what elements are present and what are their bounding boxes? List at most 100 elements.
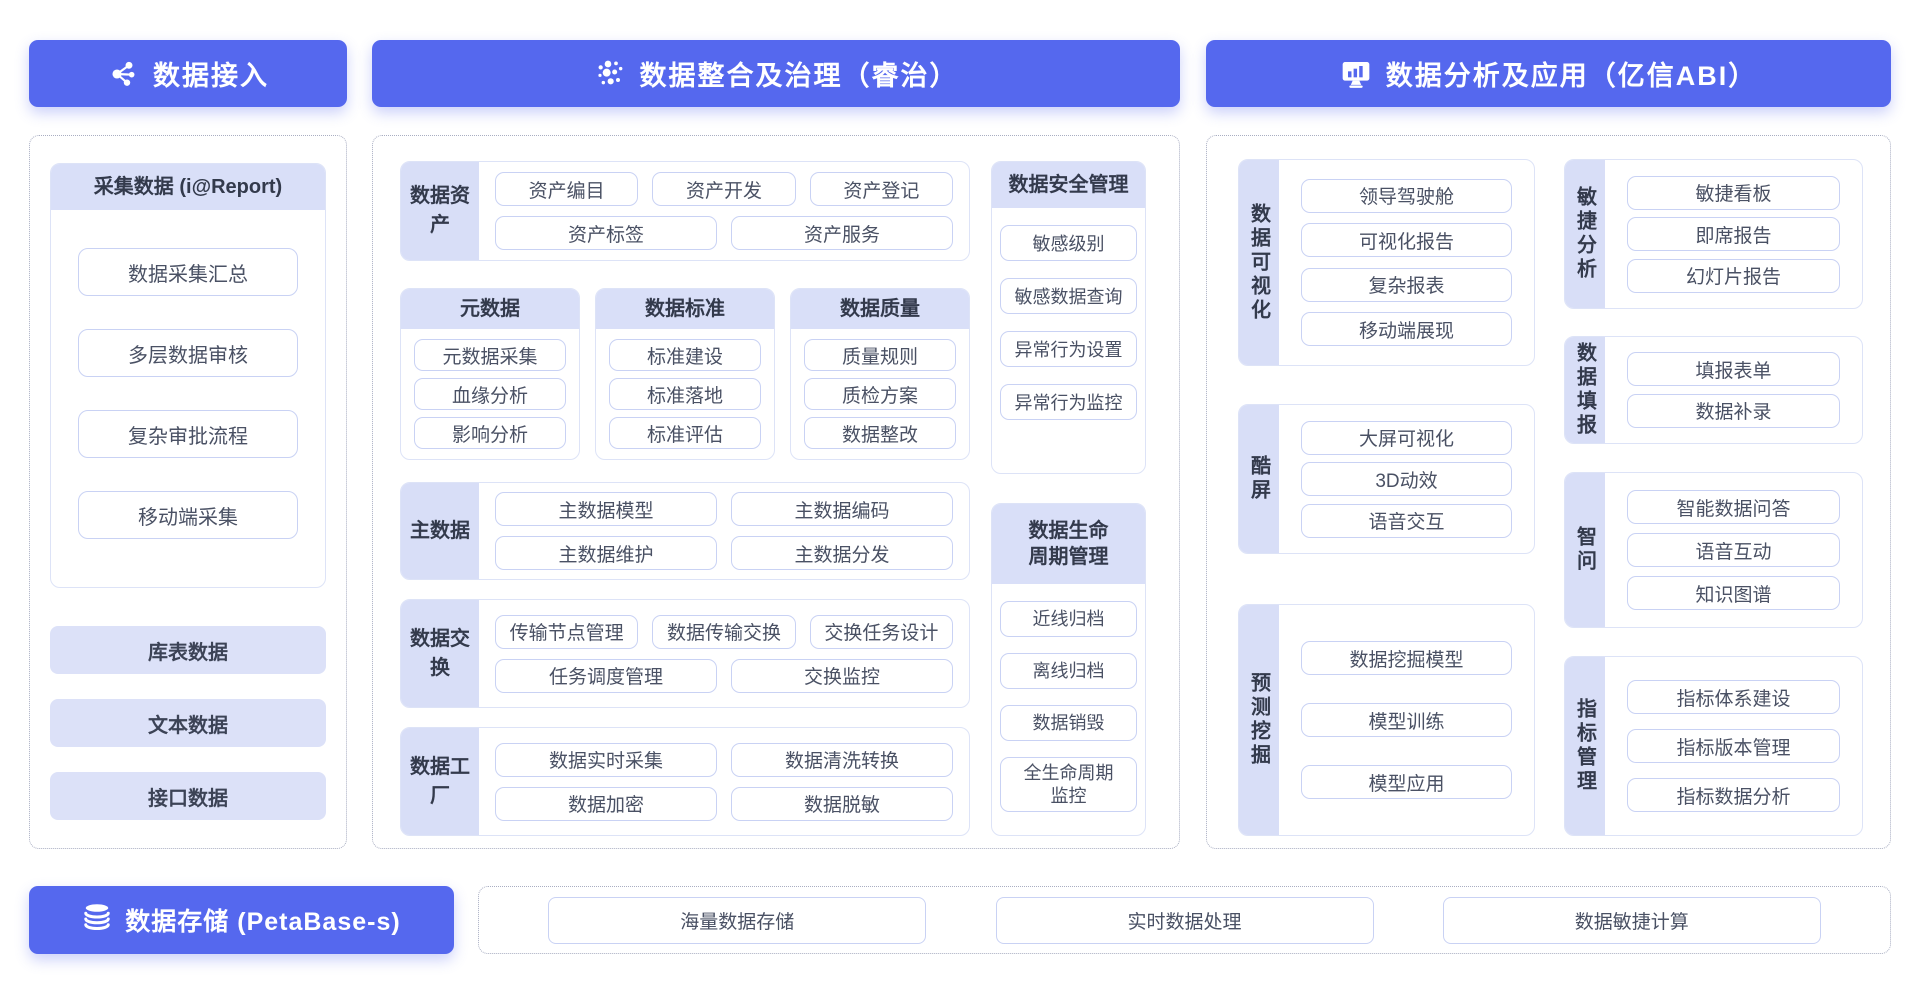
feature-chip[interactable]: 资产登记 — [809, 172, 953, 206]
feature-chip[interactable]: 离线归档 — [1000, 653, 1137, 689]
feature-chip[interactable]: 传输节点管理 — [495, 614, 639, 649]
standards-items: 标准建设标准落地标准评估 — [596, 329, 774, 459]
factory-row-1: 数据实时采集数据清洗转换 — [495, 742, 953, 777]
data-storage-button[interactable]: 数据存储 (PetaBase-s) — [29, 886, 454, 954]
feature-chip[interactable]: 元数据采集 — [414, 339, 566, 371]
feature-chip[interactable]: 移动端展现 — [1301, 312, 1512, 347]
feature-chip[interactable]: 标准评估 — [609, 417, 761, 449]
feature-chip[interactable]: 敏捷看板 — [1627, 175, 1840, 210]
feature-chip[interactable]: 指标数据分析 — [1627, 778, 1840, 812]
header-label: 数据整合及治理（睿治） — [639, 61, 959, 91]
molecule-icon — [594, 58, 626, 90]
feature-chip[interactable]: 交换任务设计 — [809, 614, 953, 649]
feature-chip[interactable]: 近线归档 — [1000, 601, 1137, 637]
feature-chip[interactable]: 资产开发 — [652, 172, 796, 206]
feature-chip[interactable]: 数据实时采集 — [495, 742, 717, 777]
database-icon — [82, 902, 112, 939]
feature-chip[interactable]: 填报表单 — [1627, 352, 1840, 387]
feature-chip[interactable]: 主数据模型 — [495, 492, 717, 526]
prediction-items: 数据挖掘模型模型训练模型应用 — [1279, 605, 1534, 835]
feature-chip[interactable]: 即席报告 — [1627, 217, 1840, 251]
feature-chip[interactable]: 标准落地 — [609, 378, 761, 410]
feature-chip[interactable]: 异常行为设置 — [1000, 331, 1137, 367]
exchange-row-1: 传输节点管理数据传输交换交换任务设计 — [495, 614, 953, 649]
data-source-pill[interactable]: 库表数据 — [50, 626, 326, 674]
feature-chip[interactable]: 交换监控 — [731, 658, 953, 693]
feature-chip[interactable]: 指标版本管理 — [1627, 729, 1840, 763]
feature-chip[interactable]: 主数据编码 — [731, 492, 953, 526]
feature-chip[interactable]: 数据补录 — [1627, 393, 1840, 428]
feature-chip[interactable]: 数据清洗转换 — [731, 742, 953, 777]
data-source-pill[interactable]: 文本数据 — [50, 699, 326, 747]
data-access-panel: 采集数据 (i@Report) 数据采集汇总多层数据审核复杂审批流程移动端采集 … — [29, 135, 347, 849]
feature-chip[interactable]: 幻灯片报告 — [1627, 258, 1840, 293]
data-asset-body: 资产编目资产开发资产登记 资产标签资产服务 — [479, 162, 969, 260]
data-analysis-header-button[interactable]: 数据分析及应用（亿信ABI） — [1206, 40, 1891, 107]
header-label: 数据分析及应用（亿信ABI） — [1385, 61, 1758, 91]
feature-chip[interactable]: 数据脱敏 — [731, 786, 953, 821]
feature-chip[interactable]: 资产服务 — [731, 216, 953, 250]
collect-card-items: 数据采集汇总多层数据审核复杂审批流程移动端采集 — [51, 210, 325, 539]
feature-chip[interactable]: 质量规则 — [804, 339, 956, 371]
feature-chip[interactable]: 复杂报表 — [1301, 267, 1512, 302]
feature-chip[interactable]: 数据整改 — [804, 417, 956, 449]
feature-chip[interactable]: 血缘分析 — [414, 378, 566, 410]
feature-chip[interactable]: 移动端采集 — [78, 491, 298, 539]
compute-chip[interactable]: 实时数据处理 — [995, 896, 1374, 944]
data-access-header-button[interactable]: 数据接入 — [29, 40, 347, 107]
compute-chip[interactable]: 数据敏捷计算 — [1442, 896, 1821, 944]
feature-chip[interactable]: 影响分析 — [414, 417, 566, 449]
feature-chip[interactable]: 数据加密 — [495, 786, 717, 821]
feature-chip[interactable]: 敏感级别 — [1000, 225, 1137, 261]
feature-chip[interactable]: 数据销毁 — [1000, 705, 1137, 741]
feature-chip[interactable]: 标准建设 — [609, 339, 761, 371]
governance-left-zone: 数据资产 资产编目资产开发资产登记 资产标签资产服务 元数据 元数据采集血缘分析… — [400, 161, 970, 836]
feature-chip[interactable]: 资产编目 — [495, 172, 639, 206]
cool-screen-items: 大屏可视化 3D动效语音交互 — [1279, 405, 1534, 553]
data-governance-header-button[interactable]: 数据整合及治理（睿治） — [372, 40, 1180, 107]
feature-chip[interactable]: 语音互动 — [1627, 533, 1840, 567]
compute-chip[interactable]: 海量数据存储 — [548, 896, 927, 944]
data-factory-body: 数据实时采集数据清洗转换 数据加密数据脱敏 — [479, 728, 969, 835]
exchange-row-2: 任务调度管理交换监控 — [495, 658, 953, 693]
feature-chip[interactable]: 大屏可视化 — [1301, 420, 1512, 455]
feature-chip[interactable]: 敏感数据查询 — [1000, 278, 1137, 314]
feature-chip[interactable]: 领导驾驶舱 — [1301, 178, 1512, 213]
feature-chip[interactable]: 主数据分发 — [731, 536, 953, 570]
feature-chip[interactable]: 语音交互 — [1301, 503, 1512, 538]
feature-chip[interactable]: 复杂审批流程 — [78, 410, 298, 458]
collect-data-card: 采集数据 (i@Report) 数据采集汇总多层数据审核复杂审批流程移动端采集 — [50, 163, 326, 588]
smart-qa-label: 智问 — [1565, 473, 1605, 627]
feature-chip[interactable]: 数据传输交换 — [652, 614, 796, 649]
header-label: 数据接入 — [153, 61, 269, 91]
feature-chip[interactable]: 智能数据问答 — [1627, 490, 1840, 524]
feature-chip[interactable]: 指标体系建设 — [1627, 680, 1840, 714]
agile-analysis-block: 敏捷分析 敏捷看板即席报告幻灯片报告 — [1564, 159, 1863, 309]
data-asset-label: 数据资产 — [401, 162, 479, 260]
feature-chip[interactable]: 全生命周期监控 — [1000, 757, 1137, 812]
data-source-pill[interactable]: 接口数据 — [50, 772, 326, 820]
master-data-body: 主数据模型主数据编码 主数据维护主数据分发 — [479, 483, 969, 579]
visualization-items: 领导驾驶舱可视化报告复杂报表移动端展现 — [1279, 160, 1534, 365]
data-visualization-block: 数据可视化 领导驾驶舱可视化报告复杂报表移动端展现 — [1238, 159, 1535, 366]
lifecycle-items: 近线归档离线归档数据销毁全生命周期监控 — [992, 584, 1145, 829]
feature-chip[interactable]: 多层数据审核 — [78, 329, 298, 377]
feature-chip[interactable]: 异常行为监控 — [1000, 384, 1137, 420]
feature-chip[interactable]: 知识图谱 — [1627, 576, 1840, 610]
indicator-management-block: 指标管理 指标体系建设指标版本管理指标数据分析 — [1564, 656, 1863, 836]
feature-chip[interactable]: 资产标签 — [495, 216, 717, 250]
feature-chip[interactable]: 质检方案 — [804, 378, 956, 410]
feature-chip[interactable]: 模型训练 — [1301, 703, 1512, 737]
feature-chip[interactable]: 数据挖掘模型 — [1301, 641, 1512, 675]
feature-chip[interactable]: 模型应用 — [1301, 765, 1512, 799]
feature-chip[interactable]: 3D动效 — [1301, 462, 1512, 496]
agile-analysis-label: 敏捷分析 — [1565, 160, 1605, 308]
feature-chip[interactable]: 主数据维护 — [495, 536, 717, 570]
governance-subcards: 元数据 元数据采集血缘分析影响分析 数据标准 标准建设标准落地标准评估 数据质量… — [400, 288, 970, 460]
feature-chip[interactable]: 数据采集汇总 — [78, 248, 298, 296]
access-pills: 库表数据文本数据接口数据 — [50, 626, 326, 820]
feature-chip[interactable]: 任务调度管理 — [495, 658, 717, 693]
feature-chip[interactable]: 可视化报告 — [1301, 223, 1512, 258]
